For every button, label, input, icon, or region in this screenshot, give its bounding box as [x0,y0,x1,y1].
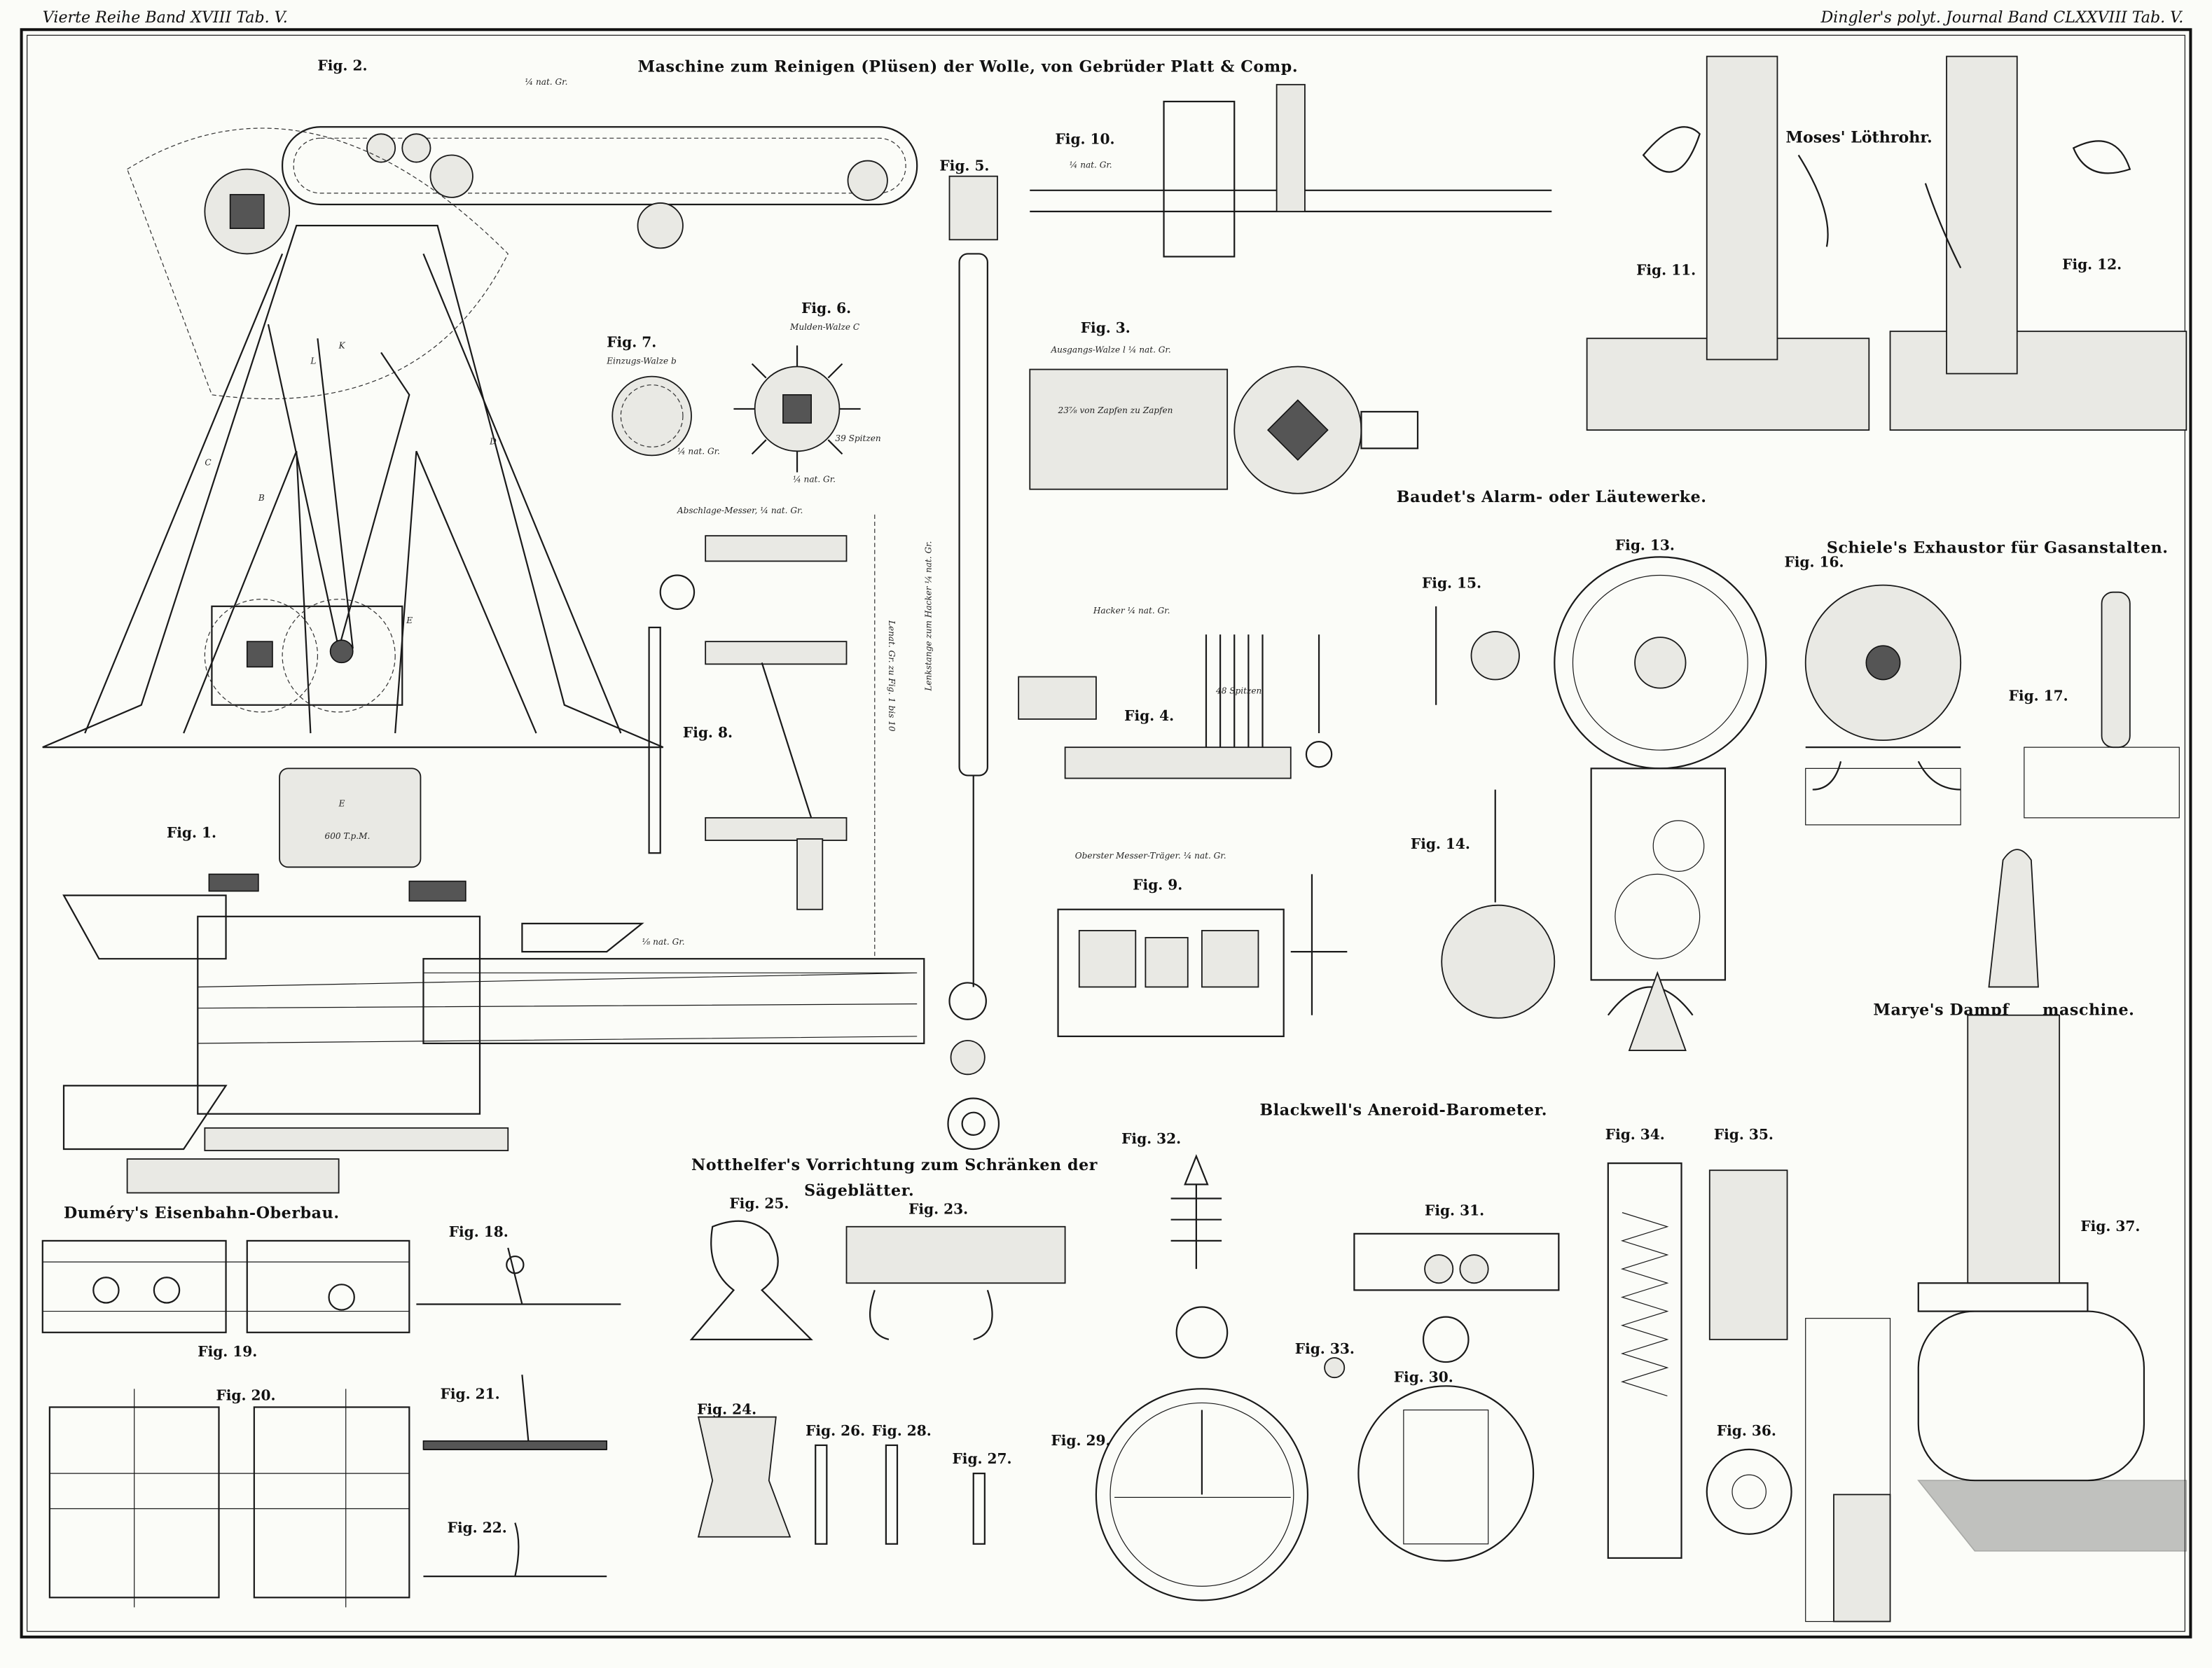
fig9-caption: Oberster Messer-Träger. ¼ nat. Gr. [1075,851,1226,861]
fig3-note: 23⅞ von Zapfen zu Zapfen [1058,405,1173,415]
fig32-label: Fig. 32. [1121,1130,1181,1147]
fig36-label: Fig. 36. [1717,1422,1776,1439]
fig8-label: Fig. 8. [683,724,733,741]
letter-k: K [338,340,346,350]
fig29-label: Fig. 29. [1051,1432,1110,1449]
plate-frame [20,28,2192,1639]
fig3-drawing: Fig. 3. Ausgangs-Walze l ¼ nat. Gr. 23⅞ … [1029,319,1419,494]
fig4-label: Fig. 4. [1124,707,1174,724]
fig6-scale: ¼ nat. Gr. [793,475,836,485]
fig6-spikes: 39 Spitzen [835,433,880,443]
fig6-fig7-drawing: Fig. 7. Einzugs-Walze b ¼ nat. Gr. Fig. … [606,300,880,485]
fig12-label: Fig. 12. [2062,256,2122,273]
title-schiele: Schiele's Exhaustor für Gasanstalten. [1827,538,2169,557]
fig1-drawing: 600 T.p.M. E Fig. 1. ⅛ nat. Gr. [62,767,925,1194]
fig19-label: Fig. 19. [198,1343,257,1360]
fig2-label: Fig. 2. [317,57,367,74]
fig35-label: Fig. 35. [1714,1126,1774,1143]
fig22-label: Fig. 22. [448,1520,507,1536]
fig8-side-note: Lenat. Gr. zu Fig. 1 bis 10 [887,620,897,732]
fig33-label: Fig. 33. [1295,1340,1355,1357]
fig5-drawing: Fig. 5. Lenkstange zum Hacker ¼ nat. Gr. [923,158,1000,1151]
fig8-caption: Abschlage-Messer, ¼ nat. Gr. [677,506,803,515]
fig14-label: Fig. 14. [1411,835,1470,852]
fig4-caption: Hacker ¼ nat. Gr. [1093,606,1170,616]
title-moses: Moses' Löthrohr. [1786,128,1933,146]
fig29-fig36-drawing: Fig. 32. Fig. 29. Fig. 33. Fig. 30. Fig.… [1051,1126,1792,1601]
fig7-caption: Einzugs-Walze b [606,356,676,366]
fig7-label: Fig. 7. [607,333,656,350]
fig1-letter-e: E [338,799,345,809]
fig2-drawing: Fig. 2. ¼ nat. Gr. C B D K L E [42,57,918,749]
fig23-fig28-drawing: Fig. 25. Fig. 23. Fig. 24. Fig. 26. Fig.… [689,1195,1066,1545]
fig28-label: Fig. 28. [872,1422,932,1439]
fig18-label: Fig. 18. [449,1223,509,1240]
fig20-label: Fig. 20. [216,1386,275,1403]
fig6-label: Fig. 6. [801,300,851,317]
fig10-drawing: Fig. 10. ¼ nat. Gr. [1030,83,1552,258]
letter-e: E [406,616,413,625]
letter-l: L [310,356,316,366]
fig7-scale: ¼ nat. Gr. [677,446,720,456]
fig25-label: Fig. 25. [729,1195,789,1212]
fig1-speed: 600 T.p.M. [325,831,371,841]
fig5-label: Fig. 5. [939,158,989,174]
fig1-label: Fig. 1. [167,824,216,841]
letter-d: D [489,436,497,446]
fig6-caption: Mulden-Walze C [789,322,860,332]
fig16-label: Fig. 16. [1785,553,1844,570]
fig17-label: Fig. 17. [2009,688,2068,704]
fig1-scale: ⅛ nat. Gr. [642,937,685,947]
fig21-label: Fig. 21. [441,1385,500,1402]
fig3-caption: Ausgangs-Walze l ¼ nat. Gr. [1050,345,1170,354]
title-blackwell: Blackwell's Aneroid-Barometer. [1259,1101,1547,1120]
fig13-fig15-drawing: Fig. 13. Fig. 15. Fig. 14. [1411,536,1767,1051]
fig27-label: Fig. 27. [953,1450,1012,1467]
fig8-drawing: Fig. 8. Abschlage-Messer, ¼ nat. Gr. Len… [648,506,897,959]
letter-c: C [205,457,212,467]
letter-b: B [258,493,265,503]
fig30-label: Fig. 30. [1394,1368,1453,1385]
fig9-drawing: Fig. 9. Oberster Messer-Träger. ¼ nat. G… [1057,851,1348,1038]
fig37-drawing: Fig. 37. [1805,849,2187,1622]
fig11-fig12-drawing: Fig. 11. Fig. 12. [1586,55,2187,431]
fig5-caption: Lenkstange zum Hacker ¼ nat. Gr. [923,541,933,692]
fig11-label: Fig. 11. [1636,262,1696,279]
header-left: Vierte Reihe Band XVIII Tab. V. [43,8,288,27]
title-notthelfer-2: Sägeblätter. [804,1181,914,1200]
fig34-label: Fig. 34. [1605,1126,1665,1143]
fig13-label: Fig. 13. [1615,536,1675,553]
title-baudet: Baudet's Alarm- oder Läutewerke. [1397,488,1707,506]
title-notthelfer: Notthelfer's Vorrichtung zum Schränken d… [691,1156,1098,1174]
title-dumery: Duméry's Eisenbahn-Oberbau. [64,1204,340,1223]
fig37-label: Fig. 37. [2080,1218,2140,1235]
fig10-scale: ¼ nat. Gr. [1070,160,1112,170]
fig10-label: Fig. 10. [1056,130,1115,147]
plate-inner-frame [27,34,2185,1632]
fig4-note: 48 Spitzen [1215,686,1261,696]
fig16-fig17-drawing: Fig. 16. Fig. 17. [1785,553,2180,826]
fig26-label: Fig. 26. [806,1422,865,1439]
header-right: Dingler's polyt. Journal Band CLXXVIII T… [1820,8,2183,27]
fig31-label: Fig. 31. [1425,1202,1484,1219]
fig9-label: Fig. 9. [1133,877,1182,894]
fig15-label: Fig. 15. [1422,575,1481,592]
fig2-scale: ¼ nat. Gr. [525,77,567,87]
fig23-label: Fig. 23. [908,1201,968,1218]
title-wool-machine: Maschine zum Reinigen (Plüsen) der Wolle… [638,58,1299,76]
fig4-drawing: Fig. 4. Hacker ¼ nat. Gr. 48 Spitzen [1018,606,1333,779]
fig18-fig22-drawing: Fig. 18. Fig. 19. Fig. 20. Fig. 21. Fig.… [41,1223,621,1608]
fig24-label: Fig. 24. [697,1401,756,1418]
fig3-label: Fig. 3. [1081,319,1131,336]
